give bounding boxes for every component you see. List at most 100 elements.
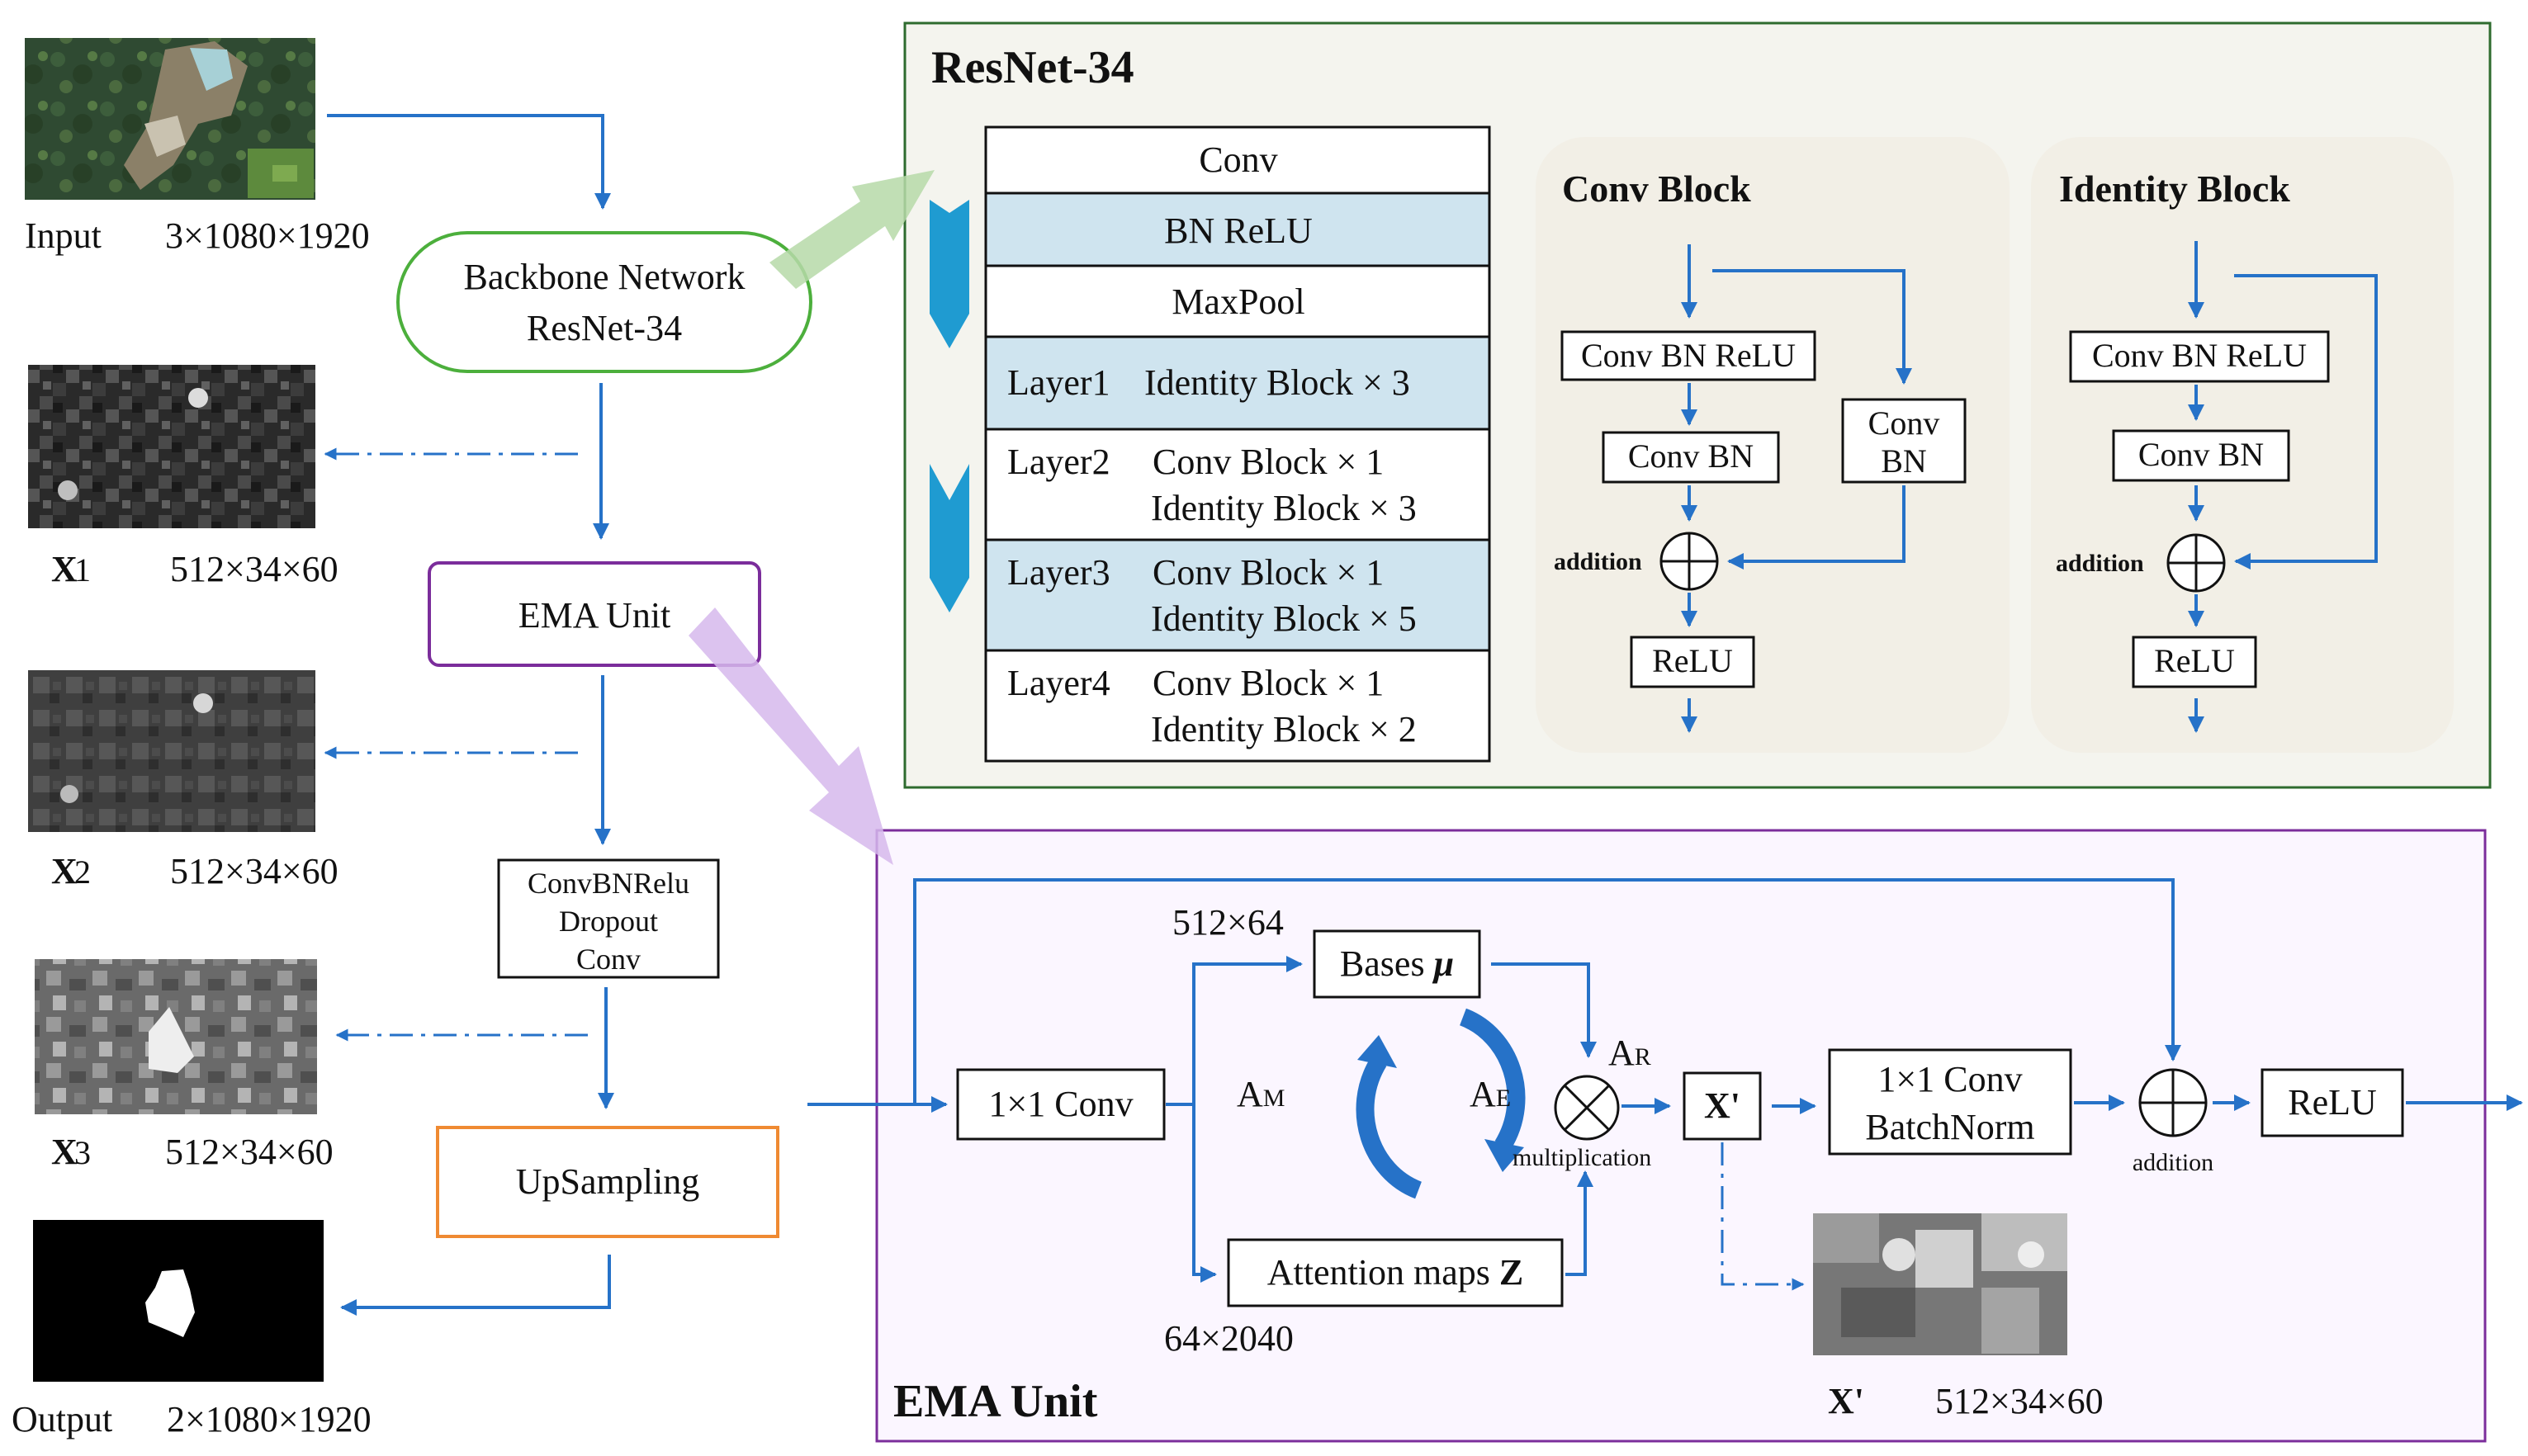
conv-block-diagram: Conv Block Conv BN ReLU Conv BN Conv BN … (1536, 137, 2010, 753)
x2-label: X (51, 851, 78, 891)
input-image (25, 38, 315, 200)
ema-unit-box (428, 561, 761, 667)
ema-conv1x1-label: 1×1 Conv (988, 1084, 1133, 1124)
cb-conv-bn-relu-label: Conv BN ReLU (1581, 337, 1796, 374)
x1-label: X (51, 549, 78, 589)
input-label: Input (25, 215, 102, 256)
ib-shortcut-arrow (2234, 274, 2378, 570)
xprime-label: X' (1828, 1381, 1864, 1421)
seg-head-box (497, 858, 720, 979)
ib-addition-icon (2166, 533, 2226, 593)
cb-addition-label: addition (1554, 548, 1642, 575)
x2-feature-map (28, 670, 315, 832)
ema-unit-label: EMA Unit (518, 595, 671, 636)
input-to-backbone-arrow (327, 114, 611, 210)
ema-relu-label: ReLU (2288, 1082, 2377, 1123)
resnet-panel: ResNet-34 Conv BN ReLU MaxPool Layer1 Id… (903, 21, 2492, 789)
backbone-line1: Backbone Network (464, 257, 746, 297)
ema-conv-batchnorm-box (1828, 1048, 2072, 1156)
backbone-line2: ResNet-34 (527, 308, 682, 348)
em-cycle-icon (1356, 1008, 1526, 1199)
cb-addition-icon (1659, 532, 1719, 591)
xprime-feature-map (1813, 1213, 2067, 1355)
cb-shortcut-box (1841, 398, 1967, 484)
backbone-to-resnet-link (769, 170, 935, 289)
stack-maxpool-label: MaxPool (1172, 281, 1304, 322)
x2-dims: 512×34×60 (170, 851, 338, 891)
left-pipeline: Input 3×1080×1920 Backbone Network ResNe… (12, 38, 812, 1439)
multiplication-icon (1554, 1075, 1620, 1141)
ema-bases-box (1313, 929, 1481, 999)
x1-dims: 512×34×60 (170, 549, 338, 589)
ema-addition-icon (2138, 1068, 2208, 1137)
ema-attention-box (1227, 1238, 1564, 1307)
xprime-dashed-arrow (1721, 1142, 1805, 1291)
x3-subscript: 3 (74, 1134, 91, 1171)
resnet-layer-stack: Conv BN ReLU MaxPool Layer1 Identity Blo… (984, 125, 1491, 763)
ema-relu-box (2261, 1068, 2404, 1137)
bases-to-multiply-arrow (1491, 962, 1597, 1058)
x1-feature-map (28, 365, 315, 528)
output-label: Output (12, 1399, 112, 1439)
identity-block-diagram: Identity Block Conv BN ReLU Conv BN addi… (2031, 137, 2454, 753)
ema-attention-dims: 64×2040 (1164, 1318, 1294, 1359)
stack-layer2-line2: Identity Block × 3 (1151, 488, 1417, 528)
ib-conv-bn-box (2112, 429, 2290, 482)
seg-head-line2: Dropout (559, 905, 658, 938)
stack-layer2-row (984, 428, 1491, 541)
x1-subscript: 1 (74, 551, 91, 589)
cb-conv-bn-label: Conv BN (1628, 437, 1754, 475)
cb-shortcut-line2: BN (1881, 442, 1927, 480)
stack-layer3-name: Layer3 (1007, 552, 1110, 593)
upsampling-to-output-arrow (340, 1255, 611, 1316)
stack-layer2-name: Layer2 (1007, 442, 1110, 482)
ema-addition-label: addition (2133, 1149, 2213, 1176)
stack-bn-relu-row (984, 191, 1491, 267)
seg-head-line1: ConvBNRelu (528, 867, 689, 900)
ema-attention-label: Attention maps Z (1267, 1252, 1523, 1293)
ema-residual-arrow (913, 878, 2181, 1104)
ema-panel-title: EMA Unit (893, 1376, 1098, 1427)
ema-to-bases-arrow (1166, 956, 1303, 1106)
chevron-down-icon-1 (930, 200, 969, 348)
x2-subscript: 2 (74, 853, 91, 891)
resnet-title: ResNet-34 (931, 42, 1134, 93)
ema-panel: EMA Unit 1×1 Conv 512×64 Bases μ Attenti… (807, 829, 2523, 1443)
output-mask (33, 1220, 324, 1382)
ib-conv-bn-relu-label: Conv BN ReLU (2092, 337, 2307, 374)
backbone-network-box (396, 231, 812, 373)
x3-dims: 512×34×60 (165, 1132, 334, 1172)
stack-layer3-line2: Identity Block × 5 (1151, 598, 1417, 639)
stack-layer4-row (984, 649, 1491, 763)
identity-block-title: Identity Block (2059, 168, 2290, 210)
ema-ae-label: AE (1470, 1074, 1511, 1114)
ema-to-attention-arrow (1192, 1104, 1217, 1283)
attention-to-multiply-arrow (1565, 1170, 1593, 1276)
cb-shortcut-merge-arrow (1727, 485, 1905, 570)
cb-shortcut-line1: Conv (1868, 404, 1940, 442)
stack-conv-label: Conv (1199, 139, 1277, 180)
ema-xprime-box-label: X' (1704, 1085, 1740, 1126)
ema-conv-batchnorm-line2: BatchNorm (1865, 1107, 2034, 1147)
ema-conv1x1-box (956, 1068, 1166, 1141)
stack-layer1-row (984, 335, 1491, 431)
ema-am-label: AM (1237, 1074, 1285, 1114)
stack-layer3-line1: Conv Block × 1 (1153, 552, 1384, 593)
cb-shortcut-arrow (1712, 269, 1912, 385)
stack-layer2-line1: Conv Block × 1 (1153, 442, 1384, 482)
ib-addition-label: addition (2056, 550, 2144, 577)
cb-conv-bn-box (1602, 431, 1780, 484)
ema-bases-label: Bases μ (1340, 943, 1454, 984)
stack-layer4-name: Layer4 (1007, 663, 1110, 703)
ema-to-ema-panel-link (689, 607, 893, 865)
conv-block-title: Conv Block (1562, 168, 1751, 210)
stack-layer4-line2: Identity Block × 2 (1151, 709, 1417, 749)
upsampling-label: UpSampling (516, 1161, 699, 1202)
stack-layer1-line1: Identity Block × 3 (1144, 362, 1410, 403)
ema-bases-dims: 512×64 (1172, 902, 1284, 943)
ema-multiplication-label: multiplication (1513, 1144, 1651, 1171)
x3-label: X (51, 1132, 78, 1172)
ib-relu-box (2132, 636, 2257, 688)
upsampling-box (436, 1126, 779, 1238)
